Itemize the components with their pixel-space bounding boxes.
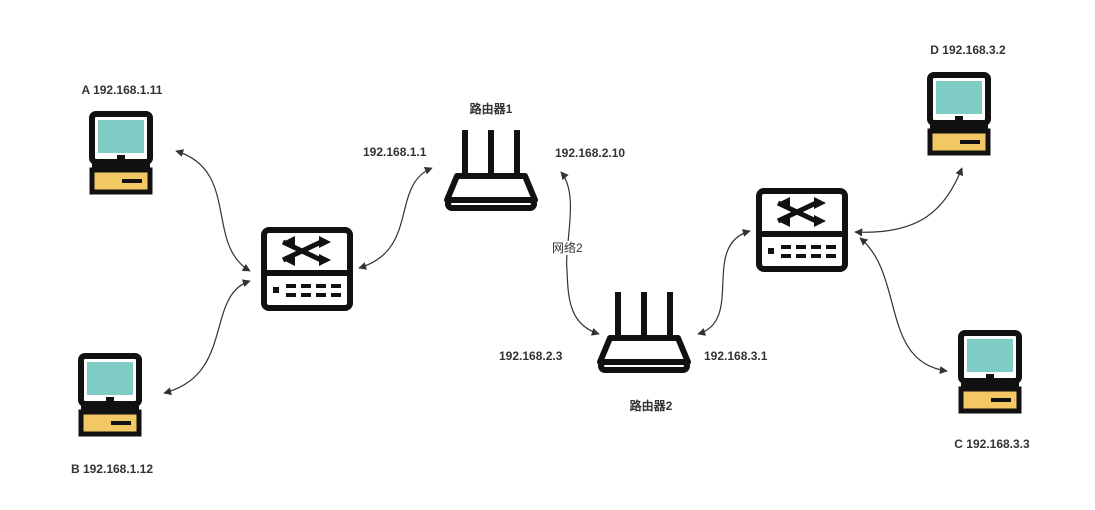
edge-router1-router2 <box>560 171 600 336</box>
computer-icon <box>81 356 139 434</box>
edge-switch2-c <box>859 237 948 374</box>
network2-edge-label: 网络2 <box>550 241 585 255</box>
router1-ip-left: 192.168.1.1 <box>363 145 427 159</box>
router1-label: 路由器1 <box>469 102 513 116</box>
network-switch-icon <box>264 230 350 308</box>
router-icon <box>600 292 688 370</box>
pc-a-label: A 192.168.1.11 <box>81 83 163 97</box>
edge-a-switch1 <box>175 149 251 272</box>
router1-ip-right: 192.168.2.10 <box>555 146 626 160</box>
edge-router2-switch2 <box>697 229 751 336</box>
computer-icon <box>92 114 150 192</box>
router-icon <box>447 130 535 208</box>
edge-switch1-router1 <box>358 167 433 270</box>
pc-b-label: B 192.168.1.12 <box>70 462 154 476</box>
router2-label: 路由器2 <box>629 399 673 413</box>
network-switch-icon <box>759 191 845 269</box>
router2-ip-right: 192.168.3.1 <box>704 349 768 363</box>
router2-ip-left: 192.168.2.3 <box>499 349 563 363</box>
pc-d-label: D 192.168.3.2 <box>930 43 1006 57</box>
computer-icon <box>961 333 1019 411</box>
pc-c-label: C 192.168.3.3 <box>954 437 1030 451</box>
edge-switch2-d <box>854 167 964 237</box>
computer-icon <box>930 75 988 153</box>
edge-b-switch1 <box>163 279 251 396</box>
